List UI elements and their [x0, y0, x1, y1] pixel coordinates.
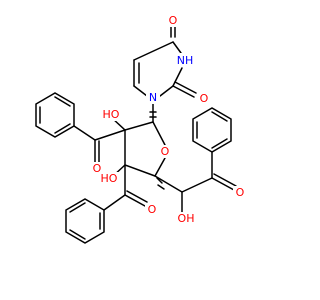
- phenyl-bottom-ring: [65, 198, 105, 244]
- phenyl-left-top-ring: [35, 92, 75, 138]
- bond-ketone-o-bottom-a: [124, 194, 146, 207]
- bond-c1p-c2p: [124, 121, 154, 131]
- label-bg-ho-c3: [98, 172, 120, 185]
- stereo-hash-4: [157, 184, 165, 190]
- bond-c2-n1: [159, 85, 174, 97]
- atom-ketone-o-bottom: O: [148, 203, 157, 216]
- uracil-ring: [133, 26, 197, 98]
- side-chain: [154, 151, 237, 213]
- molecule-diagram: O NH O N HO O O HO O O OH: [35, 14, 247, 244]
- label-bg-n3h: [174, 53, 196, 67]
- structure-svg: O NH O N HO O O HO O O OH: [35, 14, 247, 244]
- bond-ketone-o-right-b: [213, 173, 237, 187]
- atom-ho-c2: HO: [103, 108, 120, 121]
- phenyl-left-top: [35, 92, 75, 138]
- atom-side-oh: OH: [178, 212, 195, 225]
- bond-c4p-c3p: [124, 164, 156, 177]
- bond-c2p-ketone: [94, 129, 126, 141]
- bond-n1-c6: [133, 85, 148, 97]
- bond-c2-o2-a: [172, 85, 195, 98]
- bond-c4p-choh: [154, 175, 183, 193]
- atom-o4: O: [169, 14, 178, 27]
- atom-labels: O NH O N HO O O HO O O OH: [90, 14, 247, 225]
- furanose-ring: [124, 102, 166, 190]
- label-bg-ketone-o-left: [90, 162, 104, 175]
- phenyl-right-db3: [211, 138, 228, 149]
- bond-n3-c2: [172, 67, 183, 87]
- label-bg-ring-o: [158, 145, 172, 158]
- bond-ketone-o-bottom-b: [126, 190, 148, 203]
- bond-ketone-o-right-a: [211, 177, 235, 191]
- label-bg-ho-c2: [100, 108, 122, 121]
- label-bg-o4: [166, 14, 180, 27]
- atom-n3h: NH: [177, 54, 194, 67]
- bond-ketone-phenyl-bottom: [103, 194, 126, 211]
- phenyl-left-top-db1: [54, 96, 71, 107]
- label-bg-ketone-o-right: [233, 186, 247, 199]
- atom-n1: N: [149, 91, 157, 104]
- atom-o2: O: [200, 92, 209, 105]
- atom-ring-o: O: [161, 145, 170, 158]
- stereo-hash-3: [156, 177, 163, 184]
- label-bg-n1: [146, 91, 160, 104]
- phenyl-bottom: [65, 198, 105, 244]
- c3-substituents: [103, 164, 148, 211]
- bond-c5-c4: [133, 41, 174, 61]
- phenyl-right-ring: [192, 107, 232, 153]
- label-bg-ketone-o-bottom: [145, 203, 159, 216]
- bond-c2-o2-b: [174, 81, 197, 94]
- label-bg-side-oh: [175, 212, 197, 225]
- c2-substituents: [73, 117, 126, 163]
- phenyl-bottom-db2: [69, 229, 86, 240]
- atom-ketone-o-left: O: [93, 162, 102, 175]
- atom-ho-c3: HO: [101, 172, 118, 185]
- bond-oring-c4p: [154, 157, 166, 177]
- bond-c1p-oring: [152, 121, 166, 146]
- bond-ketone-phenyl-left: [73, 125, 96, 141]
- bond-c4-n3: [172, 41, 182, 54]
- phenyl-bottom-db3: [69, 202, 86, 213]
- bond-ch-ketone: [181, 177, 213, 193]
- phenyl-left-top-db3: [54, 123, 71, 134]
- phenyl-right: [192, 107, 232, 153]
- atom-ketone-o-right: O: [236, 186, 245, 199]
- label-bg-o2: [197, 92, 211, 105]
- phenyl-right-db2: [211, 111, 228, 122]
